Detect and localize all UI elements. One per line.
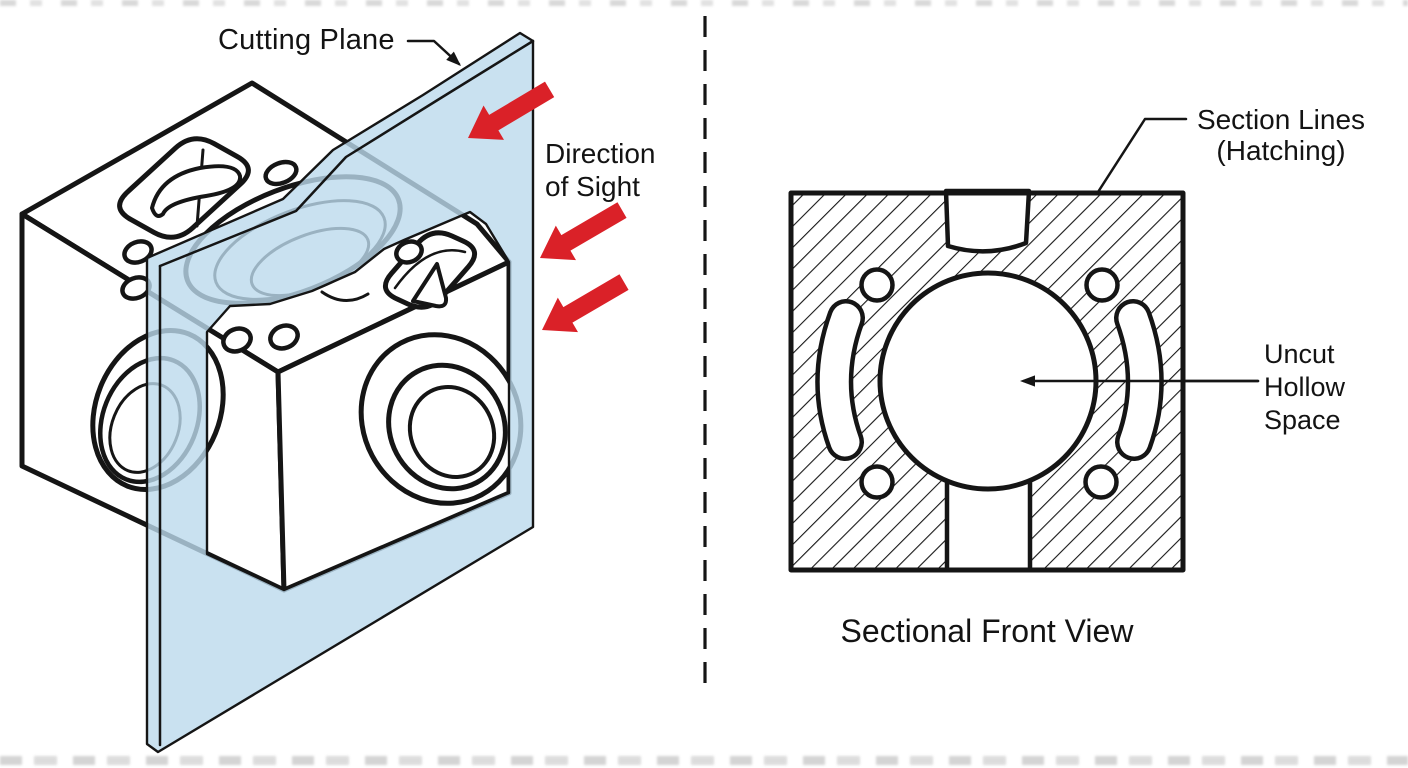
right-face-counterbore [358, 332, 524, 506]
cutting-plane-glass [145, 31, 535, 754]
sectional-front-view-caption: Sectional Front View [840, 613, 1134, 649]
cutting-plane-label: Cutting Plane [218, 24, 395, 56]
section-top-slot [943, 188, 1032, 254]
cutting-plane-overlay [145, 31, 535, 754]
section-lines-label: Section Lines (Hatching) [1178, 104, 1384, 166]
bolt-hole-circle [1083, 464, 1119, 500]
top-face-bolt-holes [120, 159, 424, 354]
top-right-pocket [382, 230, 478, 310]
cutting-plane-edges [158, 39, 535, 747]
direction-of-sight-label: Direction of Sight [545, 137, 655, 203]
direction-of-sight-line1: Direction [545, 138, 656, 169]
direction-of-sight-arrow [529, 192, 633, 276]
bolt-hole-circle [859, 464, 895, 500]
bolt-hole-circle [859, 267, 895, 303]
top-left-pocket [117, 136, 251, 240]
uncut-line3: Space [1264, 405, 1341, 435]
direction-of-sight-line2: of Sight [545, 171, 640, 202]
cutting-plane-leader [406, 39, 465, 71]
section-lines-line2: (Hatching) [1216, 135, 1346, 166]
uncut-hollow-space-label: Uncut Hollow Space [1264, 338, 1345, 437]
uncut-line2: Hollow [1264, 372, 1346, 402]
uncut-line1: Uncut [1264, 339, 1335, 369]
section-view [788, 188, 1260, 573]
section-lines-line1: Section Lines [1196, 104, 1366, 135]
direction-of-sight-arrow [531, 264, 635, 348]
section-lines-leader [1073, 117, 1188, 228]
arc-slot-left [815, 299, 865, 461]
bolt-hole-circle [1084, 267, 1120, 303]
